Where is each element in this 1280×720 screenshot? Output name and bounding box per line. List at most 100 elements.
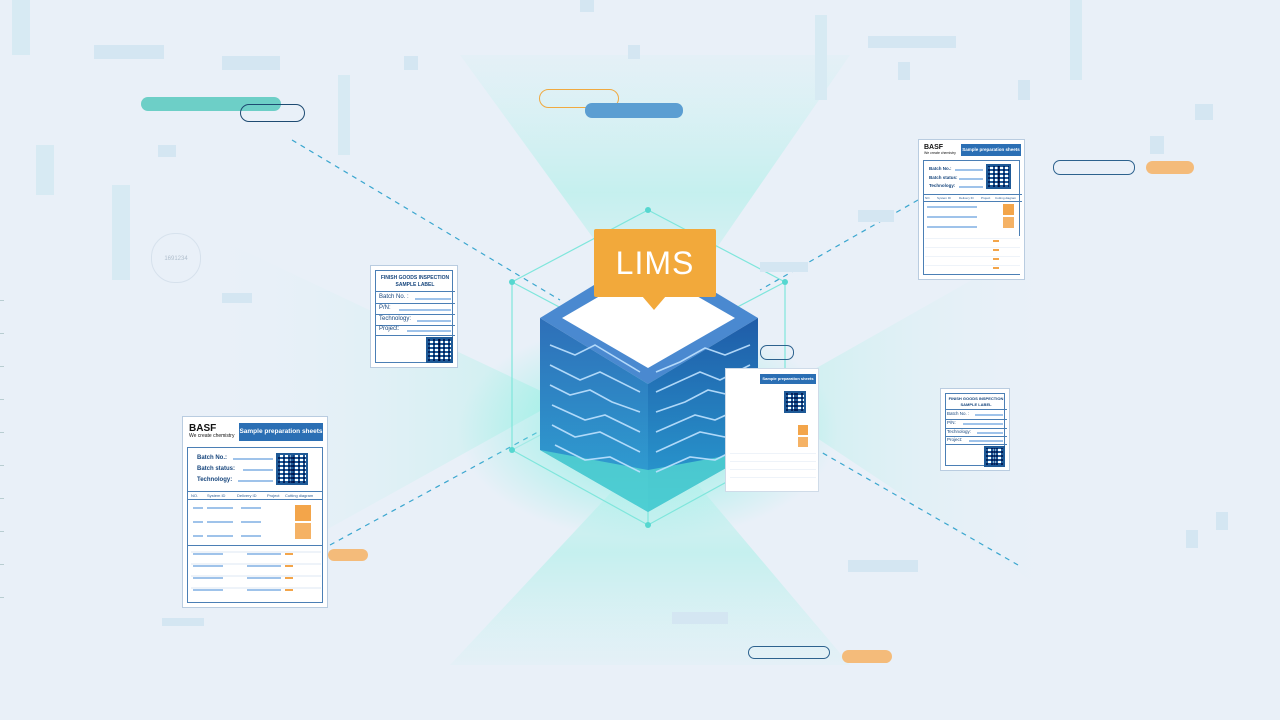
cell-line	[241, 535, 261, 537]
field-line	[959, 186, 983, 188]
lims-pointer	[642, 296, 666, 310]
sheet-body	[923, 160, 1020, 275]
label-field-batch: Batch No. :	[947, 411, 970, 416]
deco-pill	[1146, 161, 1194, 174]
qr-code-icon	[276, 453, 308, 485]
field-batch-no: Batch No.:	[929, 166, 952, 171]
deco-square	[1195, 104, 1213, 120]
field-line	[233, 458, 273, 460]
orange-mark	[285, 577, 293, 579]
cell-line	[927, 206, 977, 208]
field-line	[399, 309, 451, 311]
basf-tagline: We create chemistry	[924, 151, 956, 155]
col-cutting-diagram: Cutting diagram	[285, 493, 314, 498]
cutting-diagram-block	[295, 505, 311, 521]
cell-line	[193, 589, 223, 591]
label-title-line1: FINISH GOODS INSPECTION	[380, 275, 450, 281]
basf-logo: BASF	[189, 423, 217, 434]
divider	[375, 291, 455, 292]
label-field-project: Project:	[379, 326, 400, 332]
cell-line	[193, 521, 203, 523]
lims-label: LIMS	[594, 229, 716, 297]
deco-bar	[338, 75, 350, 155]
faint-badge: 1691234	[151, 233, 201, 283]
badge-code: 1691234	[164, 256, 188, 262]
cell-line	[193, 535, 203, 537]
deco-square	[1216, 512, 1228, 530]
field-batch-status: Batch status:	[929, 175, 958, 180]
deco-square	[672, 612, 728, 624]
deco-pill-outline	[539, 89, 619, 108]
cell-line	[193, 507, 203, 509]
qr-code-icon	[984, 446, 1005, 467]
deco-square	[628, 45, 640, 59]
field-technology: Technology:	[197, 477, 233, 483]
field-line	[243, 469, 273, 471]
field-line	[238, 480, 273, 482]
divider	[187, 499, 323, 500]
cell-line	[247, 553, 281, 555]
sheet-body	[187, 447, 323, 603]
divider	[945, 409, 1007, 410]
deco-square	[848, 560, 918, 572]
deco-square	[162, 618, 204, 626]
basf-tagline: We create chemistry	[189, 433, 235, 439]
field-line	[959, 178, 983, 180]
cell-line	[207, 521, 233, 523]
label-field-technology: Technology:	[947, 429, 972, 434]
cutting-diagram-block	[1003, 204, 1014, 215]
cutting-diagram-block	[798, 425, 808, 435]
deco-pill-outline	[1053, 160, 1135, 175]
field-line	[975, 414, 1003, 416]
label-title-line1: FINISH GOODS INSPECTION	[948, 396, 1004, 401]
sheet-title: Sample preparation sheets	[961, 144, 1021, 156]
orange-mark	[993, 258, 999, 260]
beam-top	[460, 55, 850, 330]
sheet-title: Sample preparation sheets	[760, 374, 816, 384]
data-grid	[191, 549, 321, 599]
deco-bar	[112, 185, 130, 280]
label-title-line2: SAMPLE LABEL	[395, 282, 435, 288]
deco-pill-outline	[748, 646, 830, 659]
deco-square	[222, 56, 280, 70]
deco-square	[760, 262, 808, 272]
divider	[923, 201, 1022, 202]
cell-line	[927, 216, 977, 218]
cell-line	[193, 577, 223, 579]
orange-mark	[993, 249, 999, 251]
orange-mark	[285, 589, 293, 591]
cell-line	[247, 565, 281, 567]
data-grid	[730, 453, 816, 485]
cutting-diagram-block	[295, 523, 311, 539]
field-line	[955, 169, 983, 171]
label-frame	[375, 270, 453, 363]
cell-line	[207, 507, 233, 509]
deco-square	[580, 0, 594, 12]
field-batch-status: Batch status:	[197, 466, 236, 472]
divider	[187, 491, 323, 492]
deco-bar	[12, 0, 30, 55]
divider	[945, 419, 1007, 420]
deco-square	[1018, 80, 1030, 100]
divider	[923, 194, 1022, 195]
deco-square	[404, 56, 418, 70]
col-system-id: System ID	[937, 196, 951, 200]
deco-bar	[815, 15, 827, 100]
basf-logo: BASF	[924, 144, 944, 151]
inspection-label-left: FINISH GOODS INSPECTION SAMPLE LABEL Bat…	[370, 265, 458, 368]
deco-square	[158, 145, 176, 157]
col-system-id: System ID	[207, 493, 226, 498]
divider	[375, 325, 455, 326]
col-no: NO.	[925, 196, 931, 200]
qr-code-icon	[986, 164, 1011, 189]
edge-ticks	[0, 290, 4, 630]
label-field-pn: P/N:	[379, 305, 391, 311]
sample-sheet-right: BASF We create chemistry Sample preparat…	[918, 139, 1025, 280]
orange-mark	[285, 565, 293, 567]
field-line	[407, 330, 451, 332]
label-field-pn: P/N:	[947, 420, 956, 425]
cell-line	[193, 565, 223, 567]
deco-square	[898, 62, 910, 80]
cutting-diagram-block	[798, 437, 808, 447]
